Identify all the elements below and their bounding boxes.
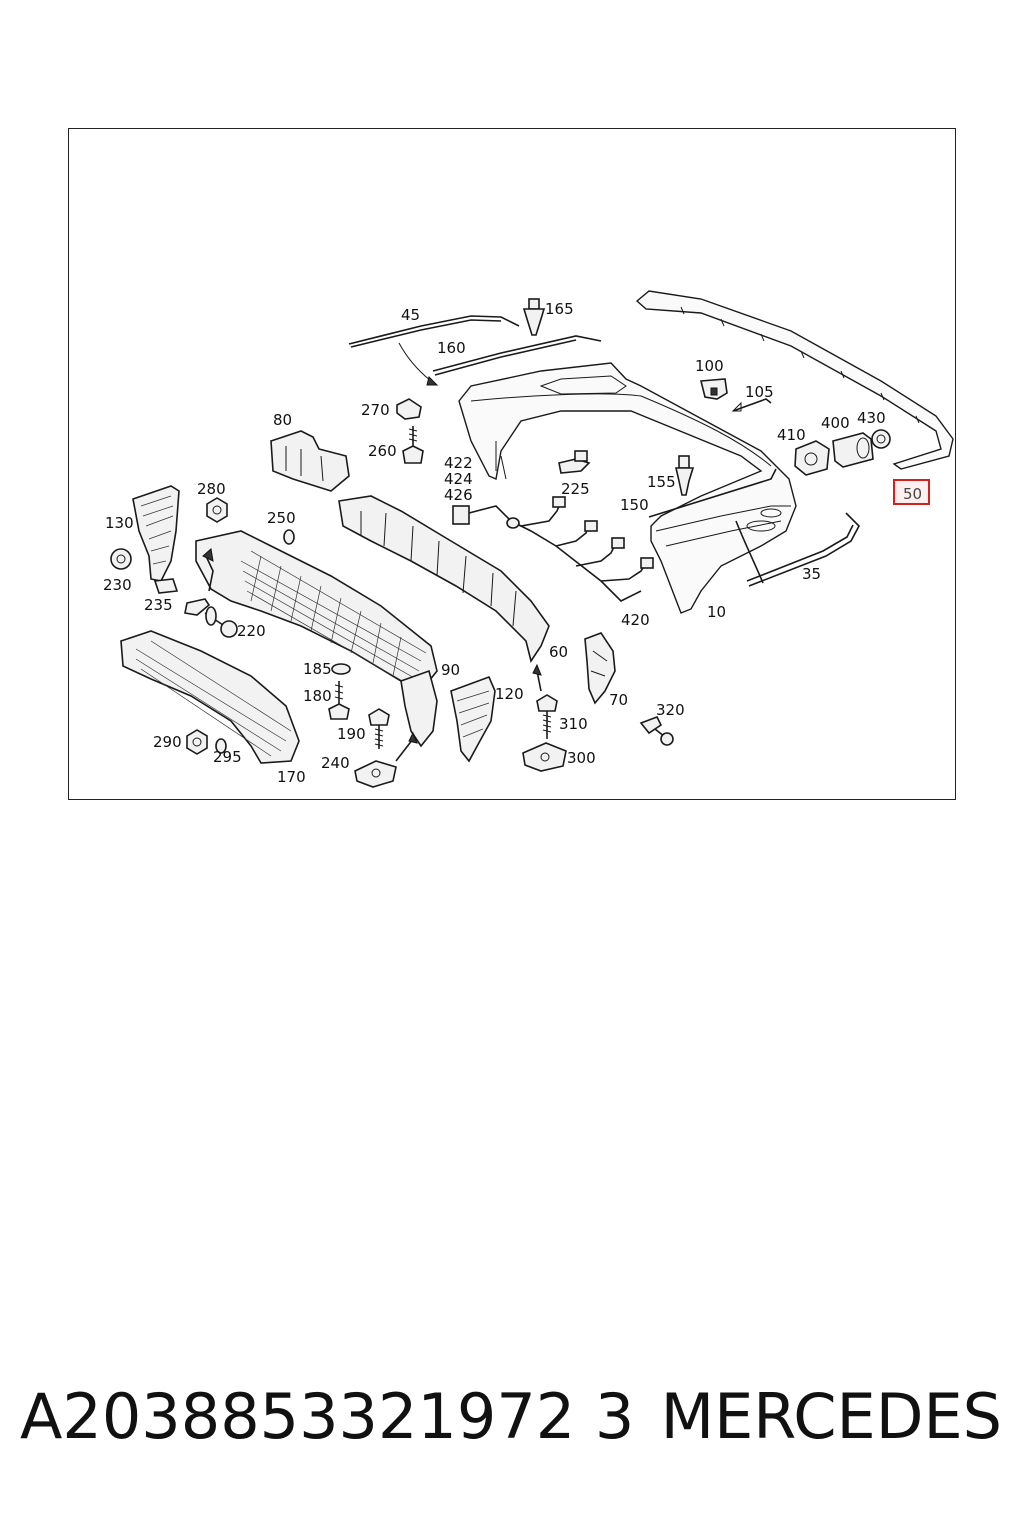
callout-190: 190 (337, 725, 366, 743)
callout-155: 155 (647, 473, 676, 491)
callout-160: 160 (437, 339, 466, 357)
part-320-push-pin[interactable] (639, 715, 674, 746)
callout-410: 410 (777, 426, 806, 444)
part-185-washer[interactable] (331, 663, 351, 675)
highlight-box-50 (893, 479, 930, 505)
part-number-text: A2038853321972 3 (20, 1380, 635, 1453)
callout-280: 280 (197, 480, 226, 498)
part-235-clip[interactable] (153, 578, 179, 594)
callout-90: 90 (441, 661, 460, 679)
part-400-sensor[interactable] (832, 432, 874, 468)
callout-130: 130 (105, 514, 134, 532)
part-300-clip-nut[interactable] (522, 742, 567, 772)
callout-310: 310 (559, 715, 588, 733)
part-422-connector[interactable] (452, 505, 470, 525)
callout-235: 235 (144, 596, 173, 614)
callout-230: 230 (103, 576, 132, 594)
part-240-clip-nut[interactable] (354, 731, 418, 788)
callout-185: 185 (303, 660, 332, 678)
callout-45: 45 (401, 306, 420, 324)
part-180-bolt[interactable] (328, 681, 350, 720)
callout-295: 295 (213, 748, 242, 766)
part-105-arrow-tag (731, 398, 772, 412)
part-155-clip[interactable] (674, 455, 695, 496)
part-45-molding[interactable] (348, 315, 520, 345)
part-10-bumper-cover[interactable] (458, 362, 797, 614)
part-100-cap[interactable] (699, 378, 728, 400)
callout-260: 260 (368, 442, 397, 460)
part-90-bracket[interactable] (400, 669, 438, 748)
exploded-bumper-diagram: 45 165 160 100 105 270 80 410 400 430 26… (103, 290, 954, 788)
callout-150: 150 (620, 496, 649, 514)
part-420-wiring-harness[interactable] (468, 496, 654, 602)
callout-300: 300 (567, 749, 596, 767)
part-250-washer[interactable] (283, 529, 295, 545)
brand-text: MERCEDES (660, 1380, 1002, 1453)
callout-120: 120 (495, 685, 524, 703)
part-410-sensor-holder[interactable] (794, 440, 830, 476)
part-290-nut[interactable] (186, 729, 208, 755)
part-225-push-pin[interactable] (558, 450, 591, 474)
part-295-washer[interactable] (215, 738, 227, 754)
part-160-strip[interactable] (432, 335, 602, 372)
callout-422: 422 (444, 454, 473, 472)
callout-180: 180 (303, 687, 332, 705)
part-170-lower-reinforcement[interactable] (120, 630, 300, 764)
callout-100: 100 (695, 357, 724, 375)
callout-165: 165 (545, 300, 574, 318)
parts-diagram-frame: 45 165 160 100 105 270 80 410 400 430 26… (68, 128, 956, 800)
part-120-bracket[interactable] (450, 675, 496, 763)
part-220-push-rivet[interactable] (184, 598, 238, 638)
part-60-absorber-bar[interactable] (338, 495, 550, 663)
callout-80: 80 (273, 411, 292, 429)
part-280-nut[interactable] (206, 497, 228, 523)
callout-225: 225 (561, 480, 590, 498)
callout-426: 426 (444, 486, 473, 504)
callout-430: 430 (857, 409, 886, 427)
callout-220: 220 (237, 622, 266, 640)
part-230-nut[interactable] (110, 548, 132, 570)
part-150-rod[interactable] (648, 468, 777, 518)
callout-50: 50 (903, 485, 922, 503)
callout-424: 424 (444, 470, 473, 488)
callout-105: 105 (745, 383, 774, 401)
part-35-strip[interactable] (748, 512, 860, 587)
callout-170: 170 (277, 768, 306, 786)
callout-270: 270 (361, 401, 390, 419)
callout-10: 10 (707, 603, 726, 621)
callout-290: 290 (153, 733, 182, 751)
callout-60: 60 (549, 643, 568, 661)
part-130-bracket[interactable] (132, 485, 180, 582)
part-270-clip[interactable] (396, 398, 422, 420)
callout-240: 240 (321, 754, 350, 772)
callout-420: 420 (621, 611, 650, 629)
callout-250: 250 (267, 509, 296, 527)
part-260-screw[interactable] (402, 426, 424, 464)
callout-35: 35 (802, 565, 821, 583)
callout-320: 320 (656, 701, 685, 719)
part-80-bracket[interactable] (270, 430, 350, 492)
callout-70: 70 (609, 691, 628, 709)
part-430-ring[interactable] (871, 429, 891, 449)
part-70-bracket[interactable] (584, 632, 616, 705)
part-310-screw[interactable] (532, 663, 558, 739)
callout-400: 400 (821, 414, 850, 432)
part-190-screw[interactable] (368, 708, 390, 749)
part-165-clip[interactable] (522, 298, 546, 336)
